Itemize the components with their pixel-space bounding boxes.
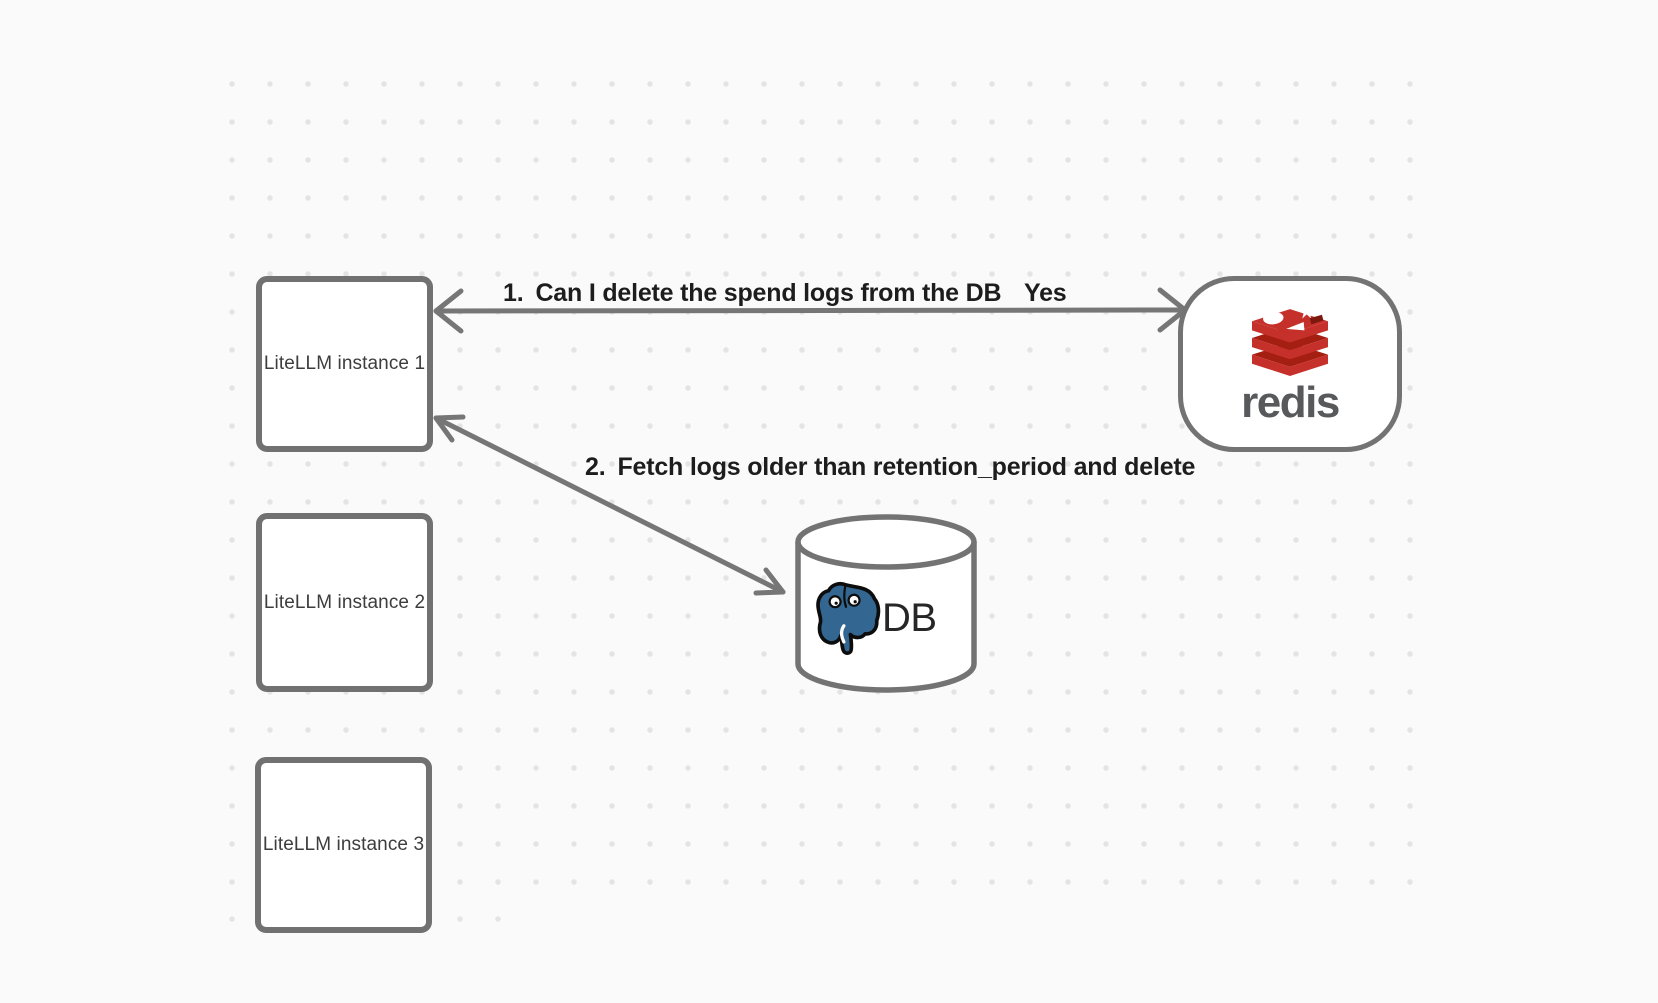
node-redis[interactable]: redis <box>1178 276 1402 452</box>
database-cylinder-icon <box>795 514 977 693</box>
litellm-instance-2-label: LiteLLM instance 2 <box>263 591 426 613</box>
annotation-step1-text: Can I delete the spend logs from the DB <box>535 279 1002 307</box>
annotation-step2-text: Fetch logs older than retention_period a… <box>617 453 1196 481</box>
arrow-litellm1-db[interactable] <box>433 414 786 596</box>
annotation-step1-number: 1. <box>503 279 524 307</box>
node-litellm-instance-3[interactable]: LiteLLM instance 3 <box>255 757 432 933</box>
annotation-step1-answer[interactable]: Yes <box>1024 281 1067 306</box>
arrowhead-up-left-icon <box>433 414 466 443</box>
node-litellm-instance-1[interactable]: LiteLLM instance 1 <box>256 276 433 452</box>
annotation-step2-number: 2. <box>585 453 606 481</box>
redis-stack-icon <box>1252 303 1328 376</box>
db-label: DB <box>882 596 937 640</box>
arrowhead-down-right-icon <box>753 567 786 596</box>
litellm-instance-1-label: LiteLLM instance 1 <box>263 353 426 374</box>
node-litellm-instance-2[interactable]: LiteLLM instance 2 <box>256 513 433 692</box>
redis-wordmark: redis <box>1241 378 1340 427</box>
litellm-instance-3-label: LiteLLM instance 3 <box>262 834 425 855</box>
annotation-yes-text: Yes <box>1024 279 1067 307</box>
annotation-step2[interactable]: 2. Fetch logs older than retention_perio… <box>585 455 1195 480</box>
annotation-step1[interactable]: 1. Can I delete the spend logs from the … <box>503 279 1002 307</box>
node-db[interactable]: DB <box>794 512 978 698</box>
arrowhead-left-icon <box>433 288 464 334</box>
postgresql-elephant-icon <box>816 581 881 655</box>
